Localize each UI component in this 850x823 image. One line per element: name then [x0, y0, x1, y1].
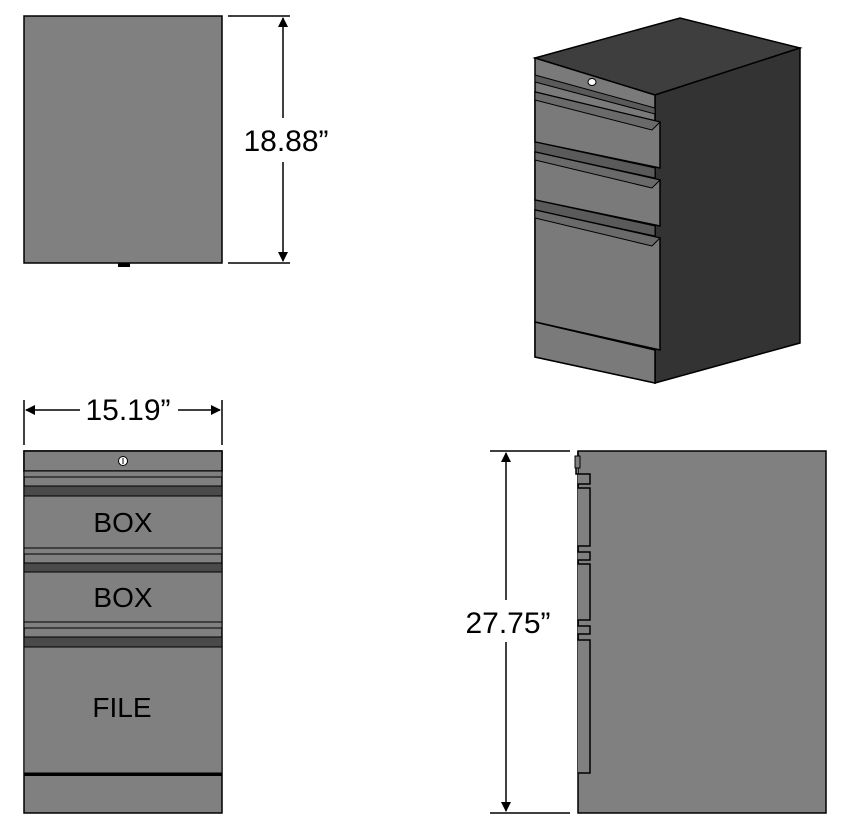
- iso-separator-2: [534, 199, 656, 237]
- top-view: 18.88”: [23, 15, 329, 267]
- front-base-line: [24, 773, 222, 776]
- front-drawer-3: [23, 646, 223, 774]
- front-rail-3: [23, 621, 223, 629]
- front-drawer-2-label: BOX: [93, 582, 152, 613]
- width-dimension-label: 15.19”: [85, 394, 170, 427]
- front-rail-2-dark: [23, 562, 223, 573]
- iso-side-face: [654, 46, 801, 384]
- front-drawer-1: [23, 495, 223, 549]
- front-rail-3-dark: [23, 636, 223, 648]
- front-view: 15.19” BOX BOX FILE: [23, 394, 223, 814]
- top-view-panel: [23, 15, 223, 264]
- front-drawer-3-label: FILE: [92, 692, 151, 723]
- front-drawer-2: [23, 571, 223, 623]
- isometric-view: [532, 17, 803, 384]
- front-drawer-1-label: BOX: [93, 507, 152, 538]
- iso-base: [534, 321, 656, 384]
- front-rail-1: [23, 470, 223, 478]
- side-view: 27.75”: [465, 450, 827, 814]
- iso-drawer-3-lip: [534, 209, 661, 247]
- iso-drawer-1-lip: [534, 91, 661, 131]
- iso-lock-icon: [587, 78, 597, 86]
- side-drawer-profile: [575, 451, 591, 774]
- front-rail-1-dark: [23, 485, 223, 497]
- side-body: [577, 450, 827, 814]
- iso-top-strip: [534, 74, 656, 115]
- depth-dimension-label: 18.88”: [243, 125, 328, 158]
- side-top-cap: [574, 455, 581, 469]
- front-rail-2: [23, 547, 223, 555]
- iso-separator-1: [534, 141, 656, 179]
- iso-drawer-2-lip: [534, 151, 661, 189]
- height-dimension-label: 27.75”: [465, 607, 550, 640]
- top-view-lock-tab: [118, 263, 130, 267]
